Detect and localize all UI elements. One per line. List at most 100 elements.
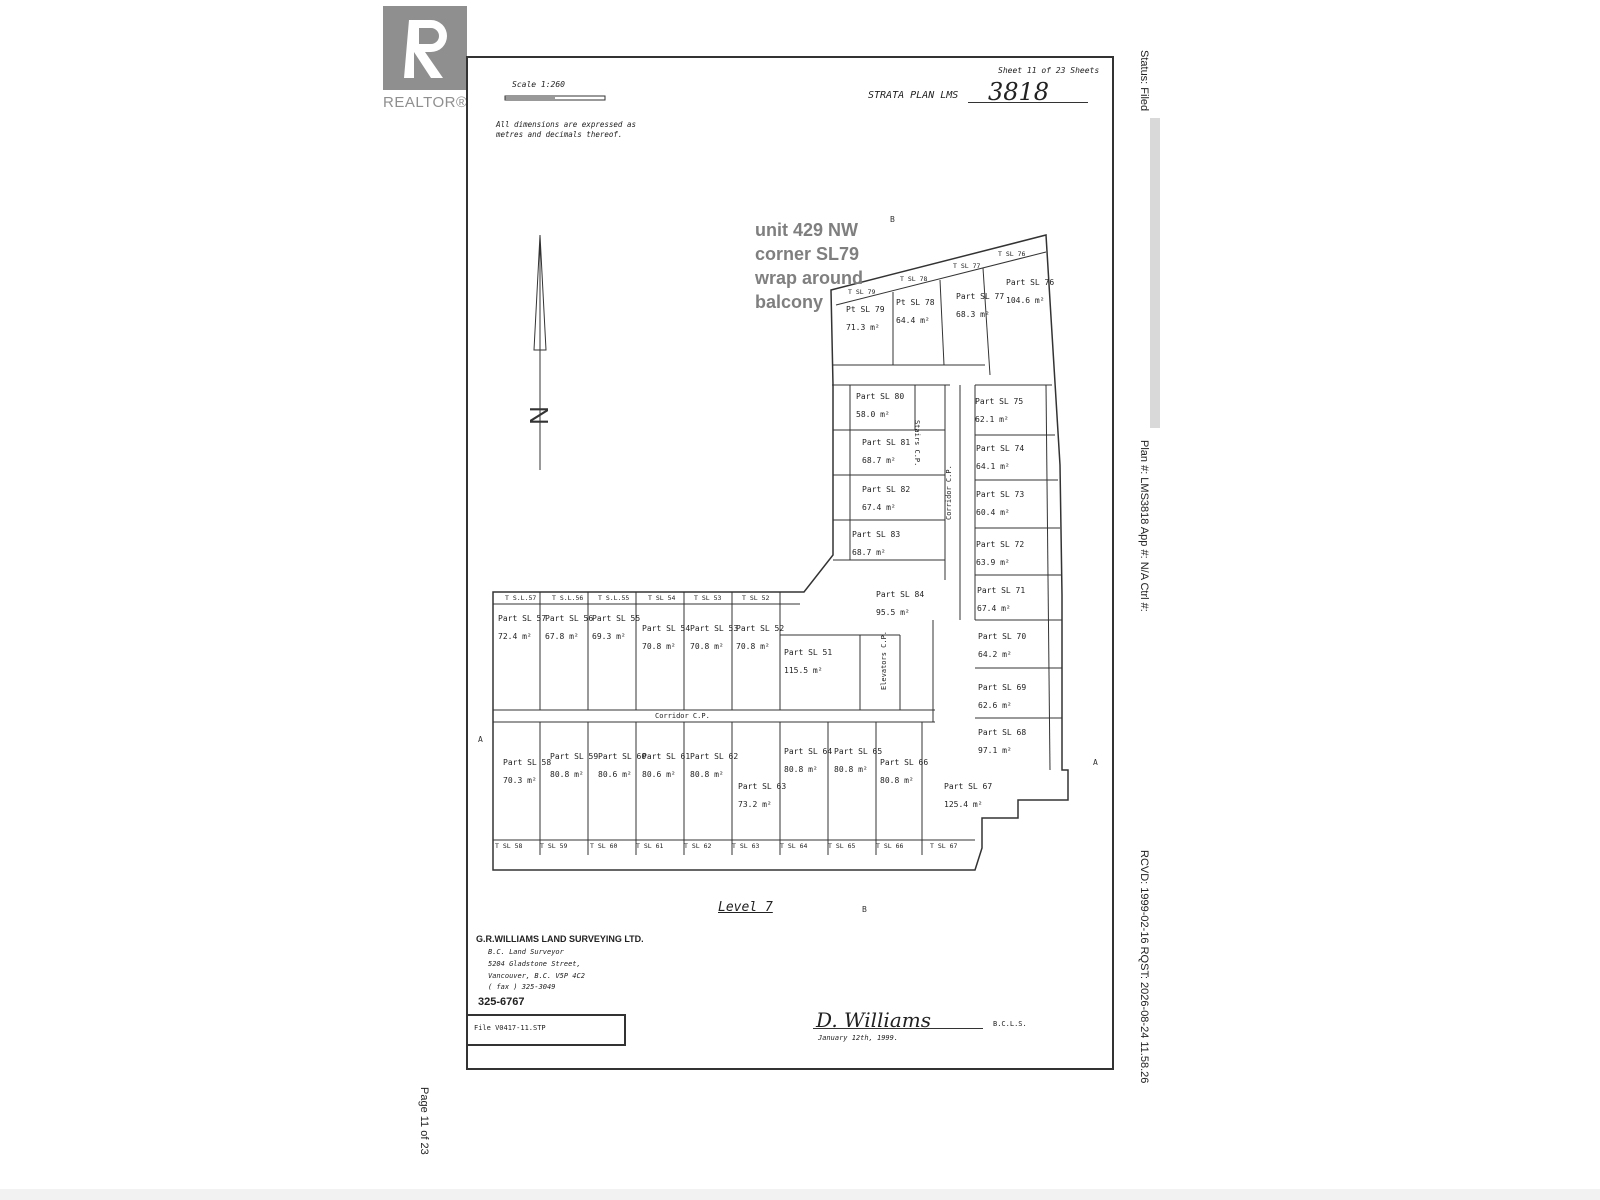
unit-name: Part SL 56: [545, 614, 594, 623]
unit-name: Part SL 76: [1006, 278, 1055, 287]
unit-label-13: Part SL 84 95.5 m²: [876, 590, 924, 618]
unit-total: 67.4 m²: [862, 503, 896, 512]
unit-name: Pt SL 79: [846, 305, 885, 314]
unit-label-4: Part SL 76 104.6 m²: [1006, 278, 1054, 306]
unit-name: Part SL 68: [978, 728, 1027, 737]
strata-plan-sheet: Sheet 11 of 23 Sheets Scale 1:260 All di…: [466, 56, 1114, 1070]
unit-label-2: Pt SL 78 64.4 m²: [896, 298, 935, 326]
sheet-number: Sheet 11 of 23 Sheets: [998, 66, 1100, 75]
unit-name: Part SL 54: [642, 624, 691, 633]
unit-name: Part SL 81: [862, 438, 911, 447]
scale-label: Scale 1:260: [512, 80, 565, 89]
unit-total: 67.4 m²: [977, 604, 1011, 613]
unit-name: Part SL 58: [503, 758, 552, 767]
stairs-label: Stairs C.P.: [913, 420, 921, 467]
unit-total: 70.8 m²: [736, 642, 770, 651]
plan-title-number: 3818: [988, 78, 1050, 106]
unit-name: Part SL 83: [852, 530, 901, 539]
unit-label-11: Part SL 83 68.7 m²: [852, 530, 900, 558]
level-label: Level 7: [718, 900, 773, 915]
unit-total: 97.1 m²: [978, 746, 1012, 755]
unit-total: 69.3 m²: [592, 632, 626, 641]
terrace-label-19: T SL 77: [953, 262, 981, 270]
terrace-label-4: T SL 54: [648, 594, 676, 602]
unit-total: 68.3 m²: [956, 310, 990, 319]
unit-annotation: unit 429 NW corner SL79 wrap around balc…: [755, 220, 864, 312]
unit-name: Part SL 73: [976, 490, 1025, 499]
file-name: File V0417-11.STP: [474, 1024, 546, 1032]
file-box: File V0417-11.STP: [466, 1014, 626, 1046]
terrace-label-2: T S.L.56: [552, 594, 584, 602]
terrace-label-20: T SL 76: [998, 250, 1026, 258]
unit-name: Part SL 74: [976, 444, 1025, 453]
terrace-label-10: T SL 61: [636, 842, 664, 850]
surveyor-fax: ( fax ) 325-3049: [488, 983, 556, 991]
unit-name: Part SL 64: [784, 747, 833, 756]
unit-total: 58.0 m²: [856, 410, 890, 419]
unit-total: 95.5 m²: [876, 608, 910, 617]
page-number-text: Page 11 of 23: [418, 1087, 430, 1155]
unit-name: Part SL 65: [834, 747, 883, 756]
unit-total: 70.3 m²: [503, 776, 537, 785]
unit-total: 73.2 m²: [738, 800, 772, 809]
unit-total: 62.6 m²: [978, 701, 1012, 710]
realtor-logo-icon: [383, 6, 467, 90]
status-text: Status: Filed: [1138, 50, 1150, 112]
unit-name: Part SL 71: [977, 586, 1026, 595]
terrace-label-16: T SL 67: [930, 842, 958, 850]
unit-name: Part SL 59: [550, 752, 599, 761]
terrace-label-18: T SL 78: [900, 275, 928, 283]
unit-name: Part SL 63: [738, 782, 787, 791]
unit-name: Part SL 55: [592, 614, 641, 623]
terrace-label-13: T SL 64: [780, 842, 808, 850]
unit-total: 80.8 m²: [834, 765, 868, 774]
unit-total: 64.2 m²: [978, 650, 1012, 659]
surveyor-line-1: B.C. Land Surveyor: [488, 948, 564, 956]
unit-name: Part SL 60: [598, 752, 647, 761]
level-outline: [492, 234, 1069, 871]
unit-name: Part SL 84: [876, 590, 925, 599]
unit-label-22: Part SL 70 64.2 m²: [978, 632, 1026, 660]
unit-total: 64.4 m²: [896, 316, 930, 325]
terrace-label-6: T SL 52: [742, 594, 770, 602]
surveyor-phone: 325-6767: [478, 996, 525, 1008]
unit-total: 125.4 m²: [944, 800, 983, 809]
title-underline: [968, 102, 1088, 103]
terrace-label-15: T SL 66: [876, 842, 904, 850]
unit-label-14: Part SL 71 67.4 m²: [977, 586, 1025, 614]
unit-name: Pt SL 78: [896, 298, 935, 307]
terrace-label-1: T S.L.57: [505, 594, 537, 602]
terrace-label-17: T SL 79: [848, 288, 876, 296]
unit-total: 62.1 m²: [975, 415, 1009, 424]
terrace-label-5: T SL 53: [694, 594, 722, 602]
unit-name: Part SL 61: [642, 752, 691, 761]
elevators-label: Elevators C.P.: [880, 630, 888, 690]
bottom-bar: [0, 1189, 1600, 1200]
terrace-label-8: T SL 59: [540, 842, 568, 850]
section-b-bottom: B: [862, 905, 867, 914]
unit-total: 104.6 m²: [1006, 296, 1045, 305]
unit-label-25: Part SL 58 70.3 m²: [503, 758, 551, 786]
section-a-left: A: [478, 735, 483, 744]
unit-name: Part SL 70: [978, 632, 1027, 641]
unit-label-30: Part SL 63 73.2 m²: [738, 782, 786, 810]
unit-total: 68.7 m²: [852, 548, 886, 557]
unit-name: Part SL 66: [880, 758, 929, 767]
unit-name: Part SL 82: [862, 485, 911, 494]
unit-total: 64.1 m²: [976, 462, 1010, 471]
terrace-label-3: T S.L.55: [598, 594, 630, 602]
unit-total: 72.4 m²: [498, 632, 532, 641]
unit-name: Part SL 62: [690, 752, 739, 761]
surveyor-line-2: 5204 Gladstone Street,: [488, 960, 581, 968]
unit-label-32: Part SL 65 80.8 m²: [834, 747, 882, 775]
unit-total: 80.8 m²: [784, 765, 818, 774]
